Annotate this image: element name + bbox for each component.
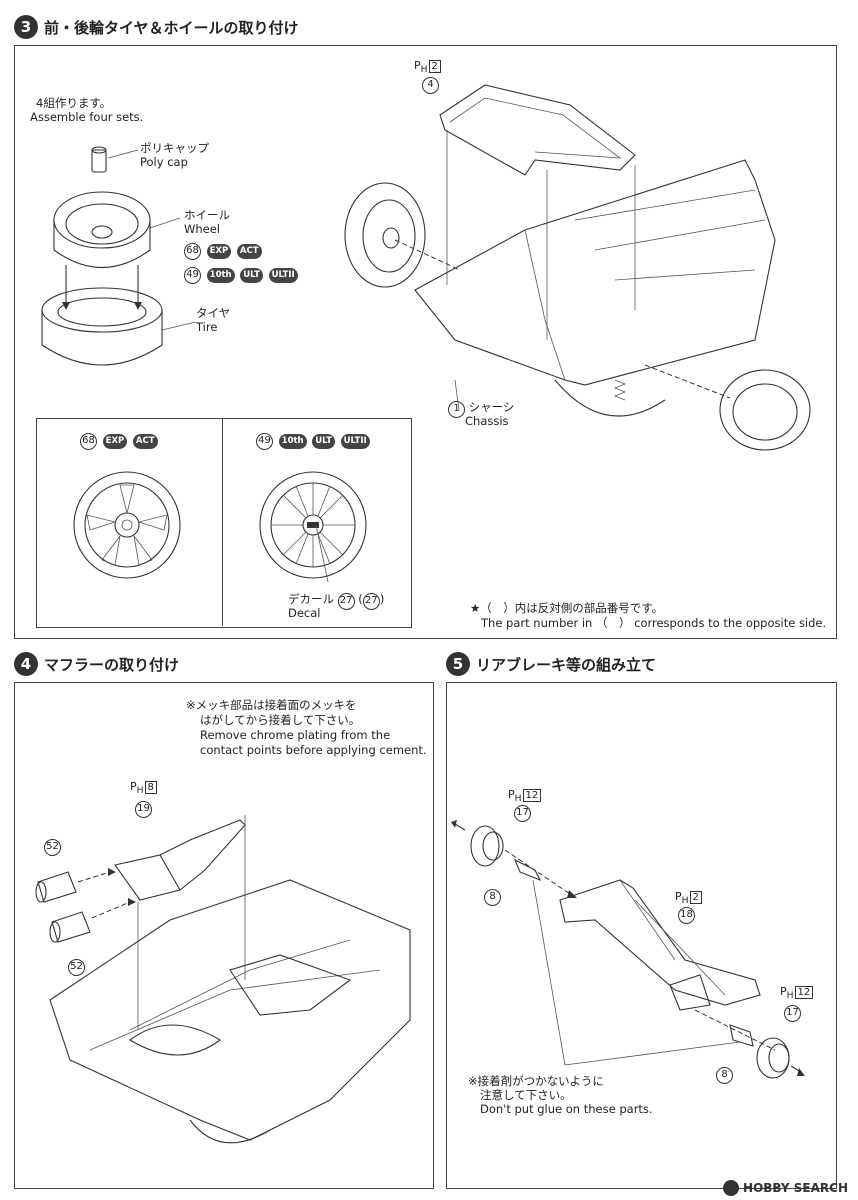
polycap-label-ja: ポリキャップ [140,141,209,155]
part-number-27: 27 [337,592,355,610]
opposite-side-note-ja: ★（ ）内は反対側の部品番号です。 [470,601,664,615]
part-52b-callout: 52 [68,958,85,976]
part-18-callout: 18 [678,906,695,924]
tire-label-ja: タイヤ [196,306,231,320]
muffler-diagram [35,815,411,1144]
chassis-label-en: Chassis [465,414,509,428]
wheel-label-ja: ホイール [184,208,230,222]
wheel-a-header: 68 EXP ACT [80,432,158,450]
part-number-27-opposite: 27 [362,592,380,610]
wheel-variant-a: 68 EXP ACT [184,242,262,260]
step5-title: リアブレーキ等の組み立て [476,655,657,674]
step4-title: マフラーの取り付け [44,655,180,674]
hobby-search-logo-icon [723,1180,740,1196]
badge-exp-inset: EXP [102,433,128,449]
step4-panel [14,682,434,1189]
wheel-a-illustration [73,471,181,579]
part-number-17-left: 17 [514,804,531,822]
badge-ultii: ULTII [268,267,298,283]
tire-label-en: Tire [196,320,218,334]
badge-ult-inset: ULT [312,433,335,449]
badge-10th: 10th [206,267,235,283]
badge-act: ACT [236,243,262,259]
wheel-comparison-divider [222,418,223,626]
part-number-49-inset: 49 [256,432,273,450]
badge-ultii-inset: ULTII [340,433,370,449]
part-number-52-top: 52 [44,838,61,856]
chrome-note-ja-1: ※メッキ部品は接着面のメッキを [186,698,357,712]
part-number-19: 19 [135,800,152,818]
step3-title: 前・後輪タイヤ＆ホイールの取り付け [44,18,299,37]
chrome-note-en-2: contact points before applying cement. [200,743,427,757]
chassis-diagram [344,84,811,451]
assemble-note-ja: 4組作ります。 [36,96,112,110]
chrome-note-en-1: Remove chrome plating from the [200,728,391,742]
part-number-18: 18 [678,906,695,924]
part-number-52-bottom: 52 [68,958,85,976]
badge-exp: EXP [206,243,232,259]
hobby-search-watermark: HOBBY SEARCH [723,1180,848,1196]
step3-heading: 3 前・後輪タイヤ＆ホイールの取り付け [14,15,299,39]
chassis-callout: 1 シャーシ [448,400,514,418]
part-number-8-right: 8 [716,1066,733,1084]
part-number-68-inset: 68 [80,432,97,450]
wheel-variant-b: 49 10th ULT ULTII [184,266,298,284]
glue-note-ja-1: ※接着剤がつかないように [468,1074,604,1088]
step4-heading: 4 マフラーの取り付け [14,652,179,676]
badge-ult: ULT [240,267,263,283]
part-number-49: 49 [184,266,201,284]
badge-act-inset: ACT [132,433,158,449]
part-number-4: 4 [422,76,439,94]
part-number-8-left: 8 [484,888,501,906]
step3-number: 3 [14,15,38,39]
part-17b-callout: 17 [784,1004,801,1022]
part-19-callout: 19 [135,800,152,818]
decal-label-ja: デカール [288,592,334,606]
wheel-label-en: Wheel [184,222,221,236]
part-52a-callout: 52 [44,838,61,856]
part-4-callout: 4 [422,76,439,94]
polycap-label-en: Poly cap [140,155,188,169]
part-number-17-right: 17 [784,1004,801,1022]
decal-label-en: Decal [288,606,321,620]
step5-number: 5 [446,652,470,676]
badge-10th-inset: 10th [278,433,307,449]
step5-heading: 5 リアブレーキ等の組み立て [446,652,656,676]
part-number-1: 1 [448,400,465,418]
step5-panel [446,682,837,1189]
part-17a-callout: 17 [514,804,531,822]
step4-number: 4 [14,652,38,676]
rear-brake-diagram [451,820,805,1079]
wheel-assembly-diagram [41,146,197,366]
wheel-b-illustration [259,471,367,583]
chassis-label-ja: シャーシ [468,400,515,414]
wheel-b-header: 49 10th ULT ULTII [256,432,370,450]
glue-note-en: Don't put glue on these parts. [480,1102,653,1116]
part-number-68: 68 [184,242,201,260]
opposite-side-note-en: The part number in （ ） corresponds to th… [481,616,827,630]
part-8a-callout: 8 [484,888,501,906]
assemble-note-en: Assemble four sets. [30,110,144,124]
decal-callout: デカール 27 (27) [288,592,384,610]
glue-note-ja-2: 注意して下さい。 [480,1088,572,1102]
chrome-note-ja-2: はがしてから接着して下さい。 [200,713,361,727]
part-8b-callout: 8 [716,1066,733,1084]
